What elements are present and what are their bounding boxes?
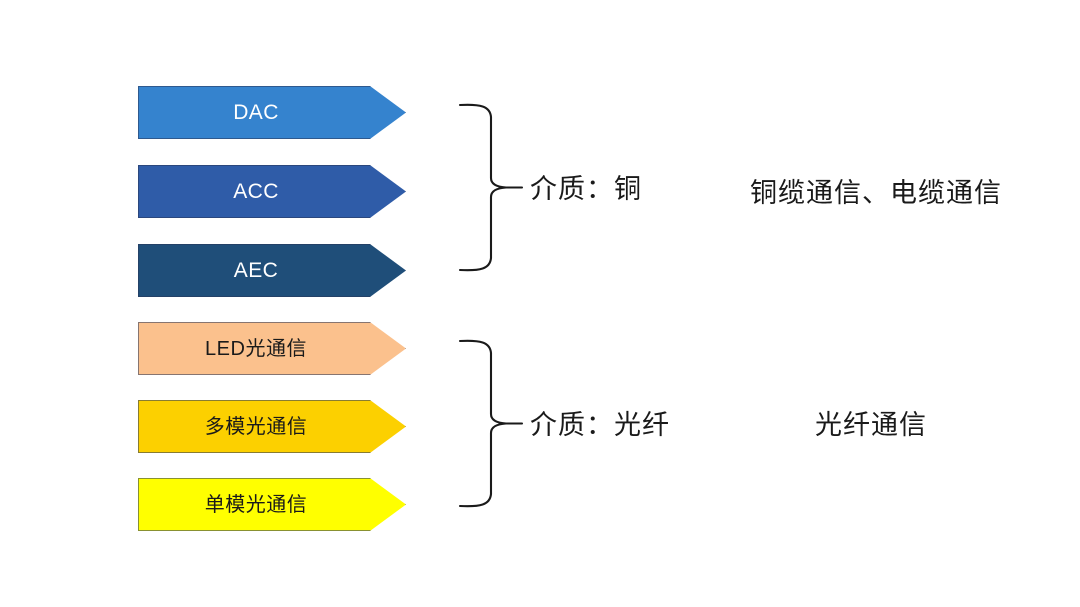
group-label-copper: 介质：铜 [530,174,642,204]
group-label-fiber: 介质：光纤 [530,410,670,440]
arrow-multimode-optical-label: 多模光通信 [204,415,308,438]
brace-fiber [456,336,530,512]
arrow-aec[interactable]: AEC [138,244,406,297]
arrow-acc-label: ACC [233,180,279,203]
arrow-acc[interactable]: ACC [138,165,406,218]
arrow-dac-label: DAC [233,101,279,124]
side-label-fiber: 光纤通信 [815,410,927,440]
arrow-singlemode-optical-label: 单模光通信 [204,493,308,516]
brace-copper [456,100,530,276]
arrow-aec-label: AEC [233,259,279,282]
arrow-dac[interactable]: DAC [138,86,406,139]
arrow-led-optical[interactable]: LED光通信 [138,322,406,375]
arrow-led-optical-label: LED光通信 [205,337,307,360]
side-label-copper: 铜缆通信、电缆通信 [750,178,1002,208]
arrow-multimode-optical[interactable]: 多模光通信 [138,400,406,453]
arrow-singlemode-optical[interactable]: 单模光通信 [138,478,406,531]
